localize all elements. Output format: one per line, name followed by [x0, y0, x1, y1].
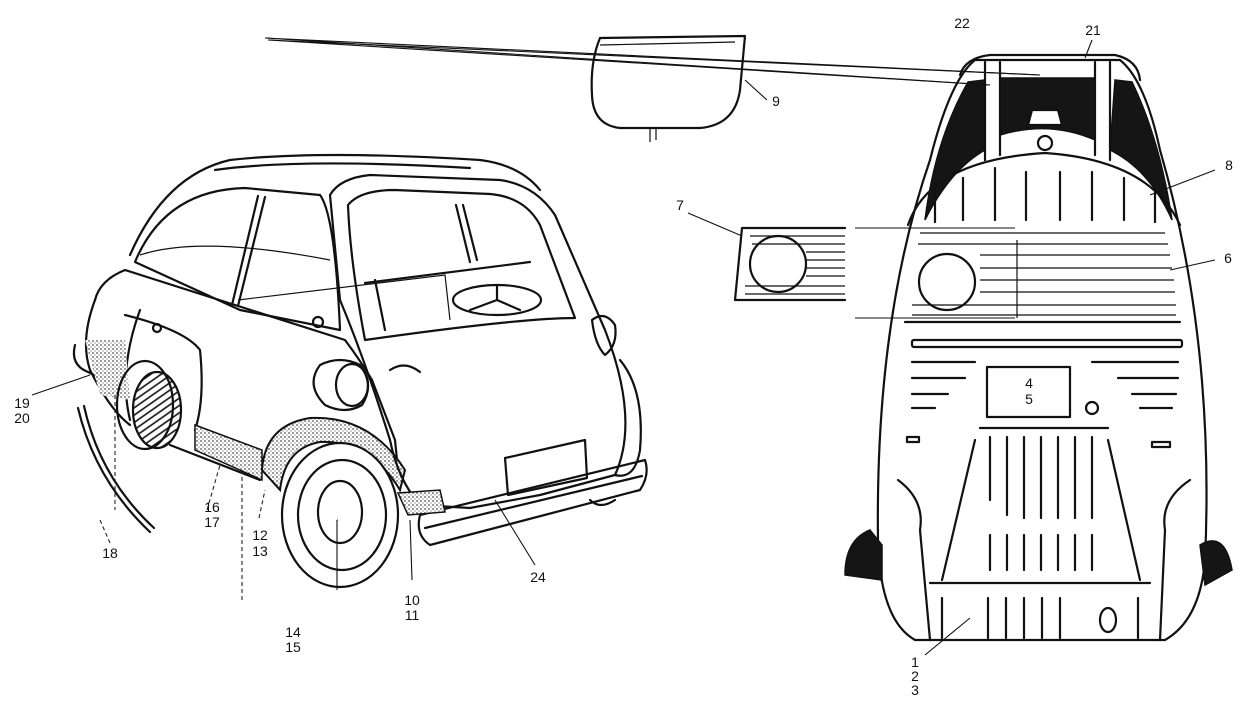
callout-6: 6: [1224, 250, 1232, 266]
leader-lines-main: [267, 39, 1041, 86]
side-window-part-9: [590, 34, 747, 142]
callout-22: 22: [954, 15, 970, 31]
callout-9: 9: [772, 93, 780, 109]
callout-18: 18: [102, 545, 118, 561]
callout-8: 8: [1225, 157, 1233, 173]
callout-21: 21: [1085, 22, 1101, 38]
front-grille-panel-part-7: [733, 226, 1015, 319]
callout-24: 24: [530, 569, 546, 585]
car-front-view: [844, 53, 1233, 642]
car-three-quarter-view: [72, 153, 648, 589]
callout-7: 7: [676, 197, 684, 213]
